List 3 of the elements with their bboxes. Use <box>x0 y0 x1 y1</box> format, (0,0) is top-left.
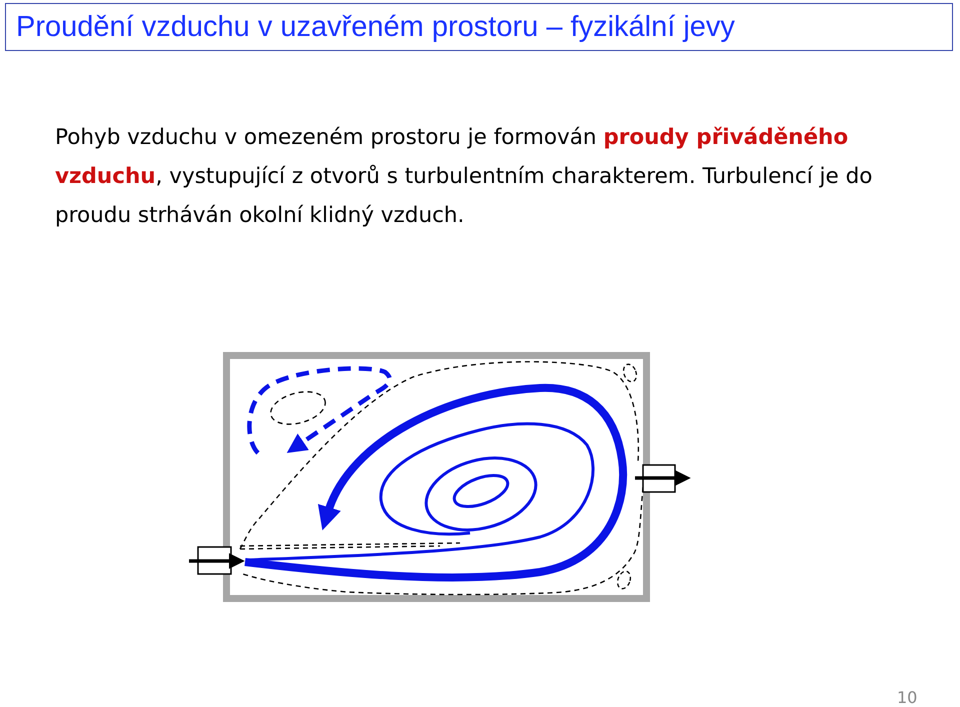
body-paragraph: Pohyb vzduchu v omezeném prostoru je formován proudy přiváděného vzduchu, vystupující z otvorů s turbulentním charakterem. Turbulencí je do proudu strháván okolní klidný vzduch. <box>55 124 874 230</box>
page-number: 10 <box>897 688 918 707</box>
slide-title: Proudění vzduchu v uzavřeném prostoru – fyzikální jevy <box>5 3 953 51</box>
